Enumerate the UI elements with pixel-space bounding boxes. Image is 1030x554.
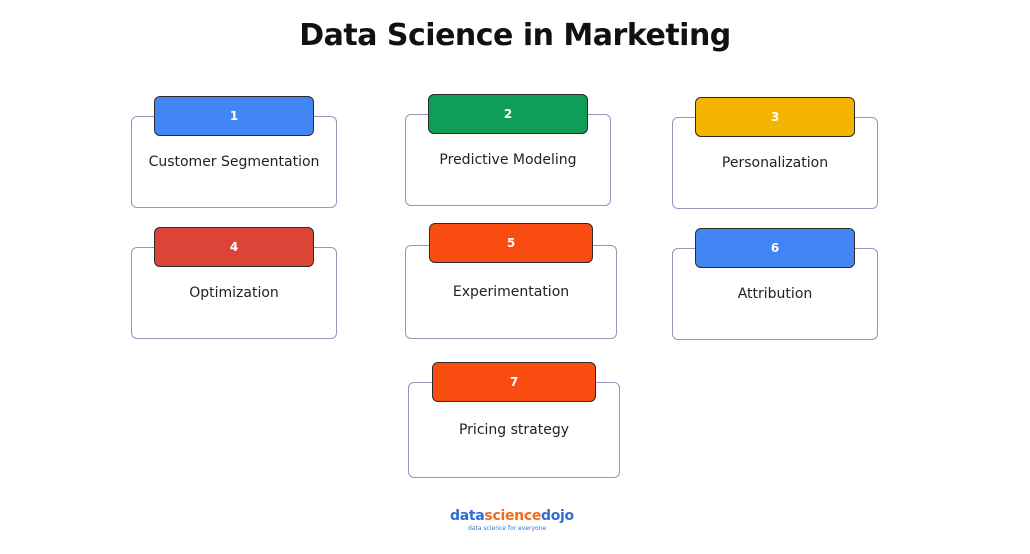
logo-part-science: science — [484, 508, 542, 524]
card-number-tab: 2 — [428, 94, 588, 134]
card-number-tab: 5 — [429, 223, 593, 263]
card-number-tab: 7 — [432, 362, 596, 402]
card-4: Optimization 4 — [131, 227, 337, 339]
card-number: 5 — [506, 236, 516, 250]
card-number: 3 — [770, 110, 780, 124]
logo-tagline: data science for everyone — [468, 525, 547, 532]
card-label: Attribution — [737, 286, 813, 302]
logo-part-data: data — [450, 508, 485, 524]
card-number: 7 — [509, 375, 519, 389]
card-number-tab: 1 — [154, 96, 314, 136]
card-7: Pricing strategy 7 — [408, 362, 620, 478]
card-number: 6 — [770, 241, 780, 255]
brand-logo: datasciencedojo data science for everyon… — [450, 508, 600, 532]
card-label: Customer Segmentation — [148, 154, 320, 170]
card-number: 2 — [503, 107, 513, 121]
logo-wordmark: datasciencedojo — [450, 508, 600, 524]
logo-part-dojo: dojo — [541, 508, 574, 524]
card-label: Experimentation — [452, 284, 570, 300]
card-5: Experimentation 5 — [405, 223, 617, 339]
card-number-tab: 3 — [695, 97, 855, 137]
card-3: Personalization 3 — [672, 97, 878, 209]
card-number: 4 — [229, 240, 239, 254]
card-number-tab: 4 — [154, 227, 314, 267]
card-6: Attribution 6 — [672, 228, 878, 340]
card-label: Personalization — [721, 155, 829, 171]
card-label: Pricing strategy — [458, 422, 570, 438]
card-1: Customer Segmentation 1 — [131, 96, 337, 208]
page-title: Data Science in Marketing — [299, 18, 731, 53]
card-number: 1 — [229, 109, 239, 123]
card-2: Predictive Modeling 2 — [405, 94, 611, 206]
card-label: Predictive Modeling — [439, 152, 577, 168]
card-number-tab: 6 — [695, 228, 855, 268]
card-label: Optimization — [189, 285, 279, 301]
